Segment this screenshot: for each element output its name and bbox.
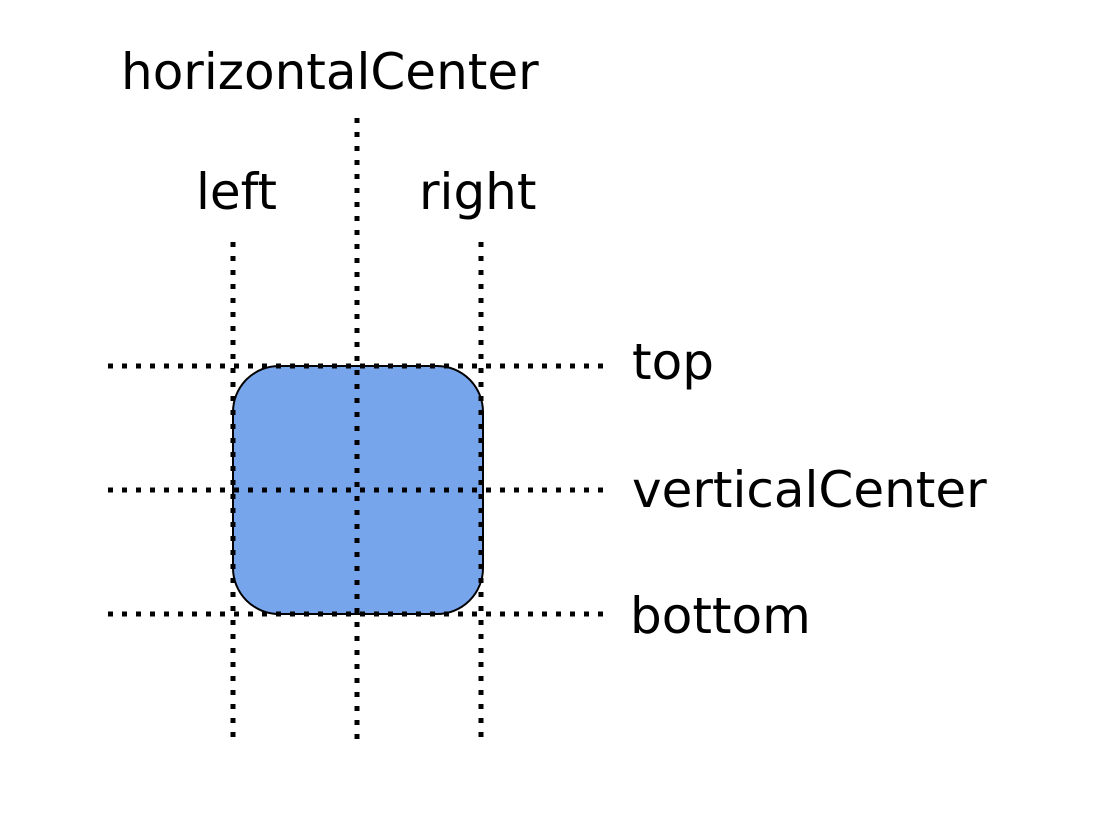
right-label: right bbox=[419, 163, 537, 221]
left-label: left bbox=[196, 163, 277, 221]
horizontal-center-label: horizontalCenter bbox=[121, 43, 539, 101]
bottom-label: bottom bbox=[630, 587, 811, 645]
vertical-center-label: verticalCenter bbox=[632, 461, 987, 519]
top-label: top bbox=[632, 333, 714, 391]
anchored-item-box bbox=[232, 365, 484, 615]
